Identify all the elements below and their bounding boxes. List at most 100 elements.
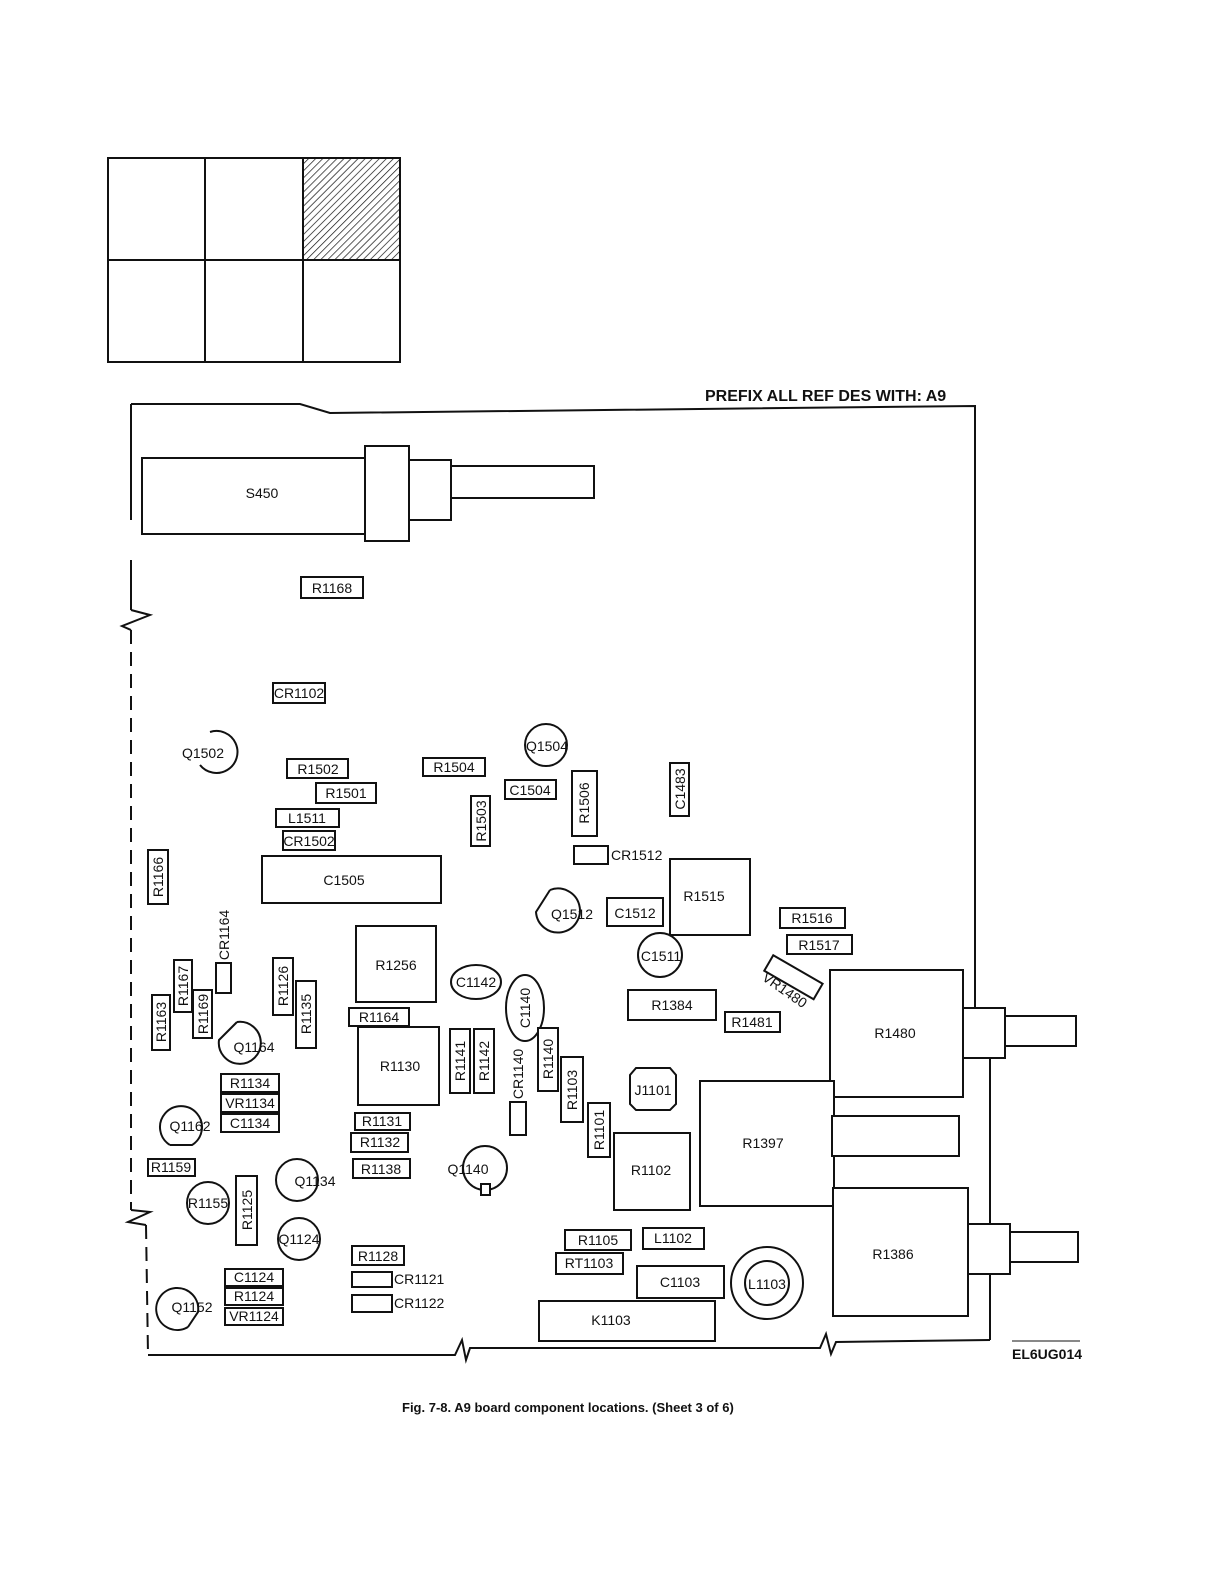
r1159: R1159 <box>147 1158 196 1177</box>
r1163: R1163 <box>151 994 171 1051</box>
r1132: R1132 <box>350 1132 409 1153</box>
svg-text:R1159: R1159 <box>151 1159 191 1175</box>
figure-caption: Fig. 7-8. A9 board component locations. … <box>402 1400 734 1415</box>
r1103: R1103 <box>560 1056 584 1123</box>
vr1134: VR1134 <box>220 1093 280 1113</box>
svg-text:R1102: R1102 <box>631 1162 671 1178</box>
c1140-cap: C1140 <box>505 974 545 1042</box>
svg-text:Q1162: Q1162 <box>170 1118 211 1134</box>
svg-text:J1101: J1101 <box>634 1082 671 1098</box>
r1517: R1517 <box>786 934 853 955</box>
cr1140: CR1140 <box>509 1049 527 1136</box>
svg-text:R1155: R1155 <box>188 1195 228 1211</box>
drawing-code: EL6UG014 <box>1012 1346 1082 1362</box>
r1134: R1134 <box>220 1073 280 1093</box>
k1103: K1103 <box>538 1300 716 1342</box>
svg-text:RT1103: RT1103 <box>565 1255 614 1271</box>
r1105: R1105 <box>564 1229 632 1251</box>
svg-text:C1134: C1134 <box>230 1115 270 1131</box>
cr1502: CR1502 <box>282 830 336 851</box>
r1166: R1166 <box>147 849 169 905</box>
r1169: R1169 <box>192 989 213 1039</box>
svg-text:R1503: R1503 <box>473 800 489 841</box>
c1504: C1504 <box>504 779 557 800</box>
s450: S450 <box>141 445 595 542</box>
cr1164: CR1164 <box>215 910 232 994</box>
svg-text:C1124: C1124 <box>234 1269 274 1285</box>
c1511: C1511 <box>637 932 683 978</box>
svg-text:CR1502: CR1502 <box>283 833 335 849</box>
svg-text:VR1134: VR1134 <box>225 1095 275 1111</box>
svg-text:R1516: R1516 <box>791 910 832 926</box>
svg-text:R1167: R1167 <box>175 966 191 1006</box>
svg-text:R1131: R1131 <box>362 1113 402 1129</box>
svg-text:R1166: R1166 <box>150 857 166 897</box>
svg-text:C1483: C1483 <box>672 768 688 809</box>
svg-text:R1103: R1103 <box>564 1070 580 1110</box>
locator-highlight-cell <box>303 158 400 260</box>
svg-text:R1105: R1105 <box>578 1232 618 1248</box>
r1135: R1135 <box>295 980 317 1049</box>
svg-text:R1163: R1163 <box>153 1002 169 1042</box>
svg-text:Q1134: Q1134 <box>295 1173 336 1189</box>
vr1124: VR1124 <box>224 1307 284 1326</box>
svg-text:Q1152: Q1152 <box>172 1299 213 1315</box>
svg-text:VR1124: VR1124 <box>229 1308 279 1324</box>
svg-text:Q1124: Q1124 <box>279 1231 320 1247</box>
r1142: R1142 <box>473 1028 495 1094</box>
r1504: R1504 <box>422 757 486 777</box>
svg-text:R1168: R1168 <box>312 580 352 596</box>
svg-text:L1511: L1511 <box>288 810 326 826</box>
svg-text:CR1121: CR1121 <box>394 1271 445 1287</box>
svg-text:R1480: R1480 <box>874 1025 915 1041</box>
svg-text:L1102: L1102 <box>654 1230 692 1246</box>
q1134: Q1134 <box>275 1158 336 1202</box>
svg-text:C1142: C1142 <box>456 974 496 990</box>
r1124: R1124 <box>224 1287 284 1306</box>
svg-text:R1138: R1138 <box>361 1161 401 1177</box>
svg-text:R1101: R1101 <box>591 1110 607 1150</box>
r1141: R1141 <box>449 1028 471 1094</box>
svg-text:C1504: C1504 <box>509 782 550 798</box>
r1168: R1168 <box>300 576 364 599</box>
prefix-note: PREFIX ALL REF DES WITH: A9 <box>705 388 946 405</box>
cr1512: CR1512 <box>573 845 663 865</box>
r1101: R1101 <box>587 1102 611 1158</box>
r1130: R1130 <box>357 1026 440 1106</box>
c1134: C1134 <box>220 1113 280 1133</box>
q1162: Q1162 <box>159 1105 211 1146</box>
c1505: C1505 <box>261 855 442 904</box>
r1164: R1164 <box>348 1007 410 1027</box>
j1101: J1101 <box>629 1067 677 1111</box>
r1128: R1128 <box>351 1245 405 1266</box>
svg-text:R1125: R1125 <box>239 1190 255 1230</box>
cr1121: CR1121 <box>351 1271 445 1288</box>
r1386: R1386 <box>832 1187 1079 1317</box>
r1506: R1506 <box>571 770 598 837</box>
svg-text:R1502: R1502 <box>297 761 338 777</box>
r1480: R1480 <box>829 969 1077 1098</box>
svg-text:R1506: R1506 <box>576 782 592 823</box>
svg-text:R1384: R1384 <box>651 997 692 1013</box>
svg-text:C1140: C1140 <box>517 988 533 1028</box>
svg-text:C1511: C1511 <box>641 948 681 964</box>
cr1102: CR1102 <box>272 682 326 704</box>
svg-text:Q1140: Q1140 <box>448 1161 489 1177</box>
cr1122: CR1122 <box>351 1294 445 1313</box>
r1397: R1397 <box>699 1080 960 1207</box>
q1502: Q1502 <box>182 730 239 774</box>
r1125: R1125 <box>235 1175 258 1246</box>
r1155: R1155 <box>186 1181 230 1225</box>
svg-text:R1386: R1386 <box>872 1246 913 1262</box>
svg-text:R1134: R1134 <box>230 1075 270 1091</box>
svg-text:Q1512: Q1512 <box>551 906 593 922</box>
svg-text:C1512: C1512 <box>614 905 655 921</box>
r1503: R1503 <box>470 795 491 847</box>
l1103: L1103 <box>730 1246 804 1320</box>
svg-text:C1103: C1103 <box>660 1274 700 1290</box>
r1256: R1256 <box>355 925 437 1003</box>
svg-text:R1141: R1141 <box>452 1041 468 1081</box>
r1481: R1481 <box>724 1011 781 1033</box>
svg-text:R1169: R1169 <box>195 994 211 1034</box>
